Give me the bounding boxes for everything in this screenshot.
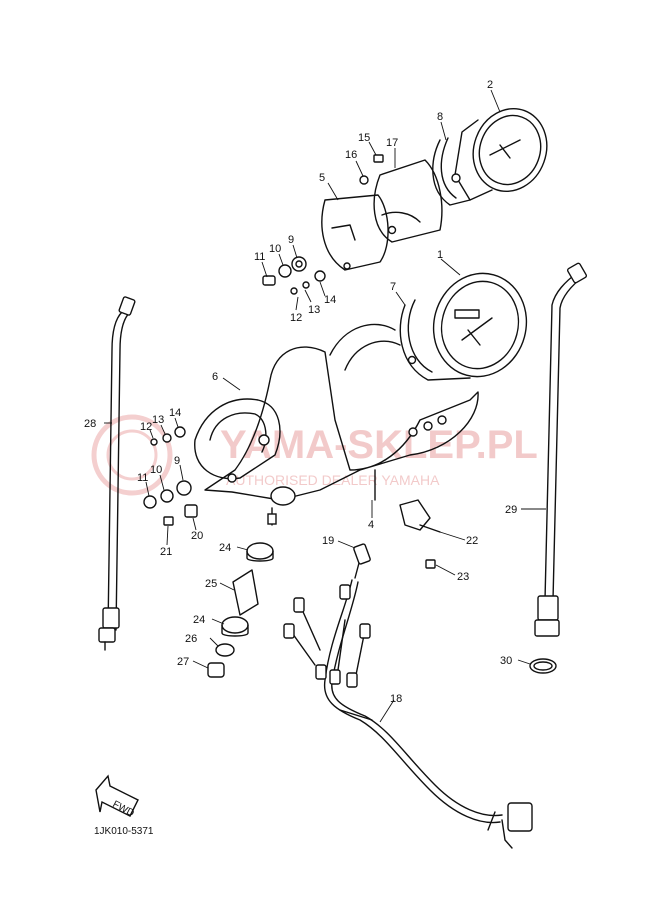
part-6-housing [194, 398, 281, 483]
callout-17: 17 [386, 137, 398, 149]
callout-12a: 12 [290, 312, 302, 324]
callout-25: 25 [205, 578, 217, 590]
fasteners-upper [262, 256, 326, 295]
callout-10a: 10 [269, 243, 281, 255]
callout-4: 4 [368, 519, 374, 531]
part-5-cover [321, 194, 389, 271]
part-8-ring [432, 137, 471, 206]
callout-20: 20 [191, 530, 203, 542]
part-17-case [373, 159, 443, 243]
part-22-23 [399, 499, 441, 569]
callout-19: 19 [322, 535, 334, 547]
part-2-gauge [454, 107, 548, 201]
callout-15: 15 [358, 132, 370, 144]
callout-28: 28 [84, 418, 96, 430]
callout-18: 18 [390, 693, 402, 705]
callout-5: 5 [319, 172, 325, 184]
part-19-socket [353, 543, 371, 579]
callout-9a: 9 [288, 234, 294, 246]
callout-2: 2 [487, 79, 493, 91]
parts-24-27 [207, 542, 274, 678]
fasteners-lower [143, 426, 198, 526]
watermark-sub: AUTHORISED DEALER YAMAHA [226, 472, 440, 488]
callout-13a: 13 [308, 304, 320, 316]
part-29-cable [534, 262, 588, 637]
part-18-harness [283, 579, 533, 849]
part-28-cable [98, 296, 136, 651]
callout-12b: 12 [140, 421, 152, 433]
watermark: YAMA-SKLEP.PL AUTHORISED DEALER YAMAHA [91, 414, 538, 496]
callout-26: 26 [185, 633, 197, 645]
callout-29: 29 [505, 504, 517, 516]
part-7-ring [399, 299, 471, 381]
callout-24a: 24 [219, 542, 231, 554]
leader-lines [104, 89, 546, 723]
callout-10b: 10 [150, 464, 162, 476]
callout-22: 22 [466, 535, 478, 547]
part-4-bracket [204, 323, 479, 526]
callout-13b: 13 [152, 414, 164, 426]
callout-8: 8 [437, 111, 443, 123]
callout-11b: 11 [137, 472, 148, 484]
callout-labels: 2 8 15 16 17 5 9 10 11 12 13 14 1 7 6 28… [84, 79, 517, 705]
callout-14b: 14 [169, 407, 181, 419]
callout-30: 30 [500, 655, 512, 667]
callout-9b: 9 [174, 455, 180, 467]
callout-14a: 14 [324, 294, 336, 306]
callout-1: 1 [437, 249, 443, 261]
diagram-code: 1JK010-5371 [94, 826, 154, 837]
watermark-main: YAMA-SKLEP.PL [220, 423, 538, 467]
part-1-gauge [432, 272, 528, 378]
callout-11a: 11 [254, 251, 265, 263]
fwd-arrow: FWD [95, 774, 139, 819]
screw-15-16 [359, 154, 384, 185]
callout-27: 27 [177, 656, 189, 668]
callout-16: 16 [345, 149, 357, 161]
callout-6: 6 [212, 371, 218, 383]
callout-23: 23 [457, 571, 469, 583]
callout-7: 7 [390, 281, 396, 293]
part-30-oring [529, 658, 557, 674]
callout-21: 21 [160, 546, 172, 558]
callout-24b: 24 [193, 614, 205, 626]
